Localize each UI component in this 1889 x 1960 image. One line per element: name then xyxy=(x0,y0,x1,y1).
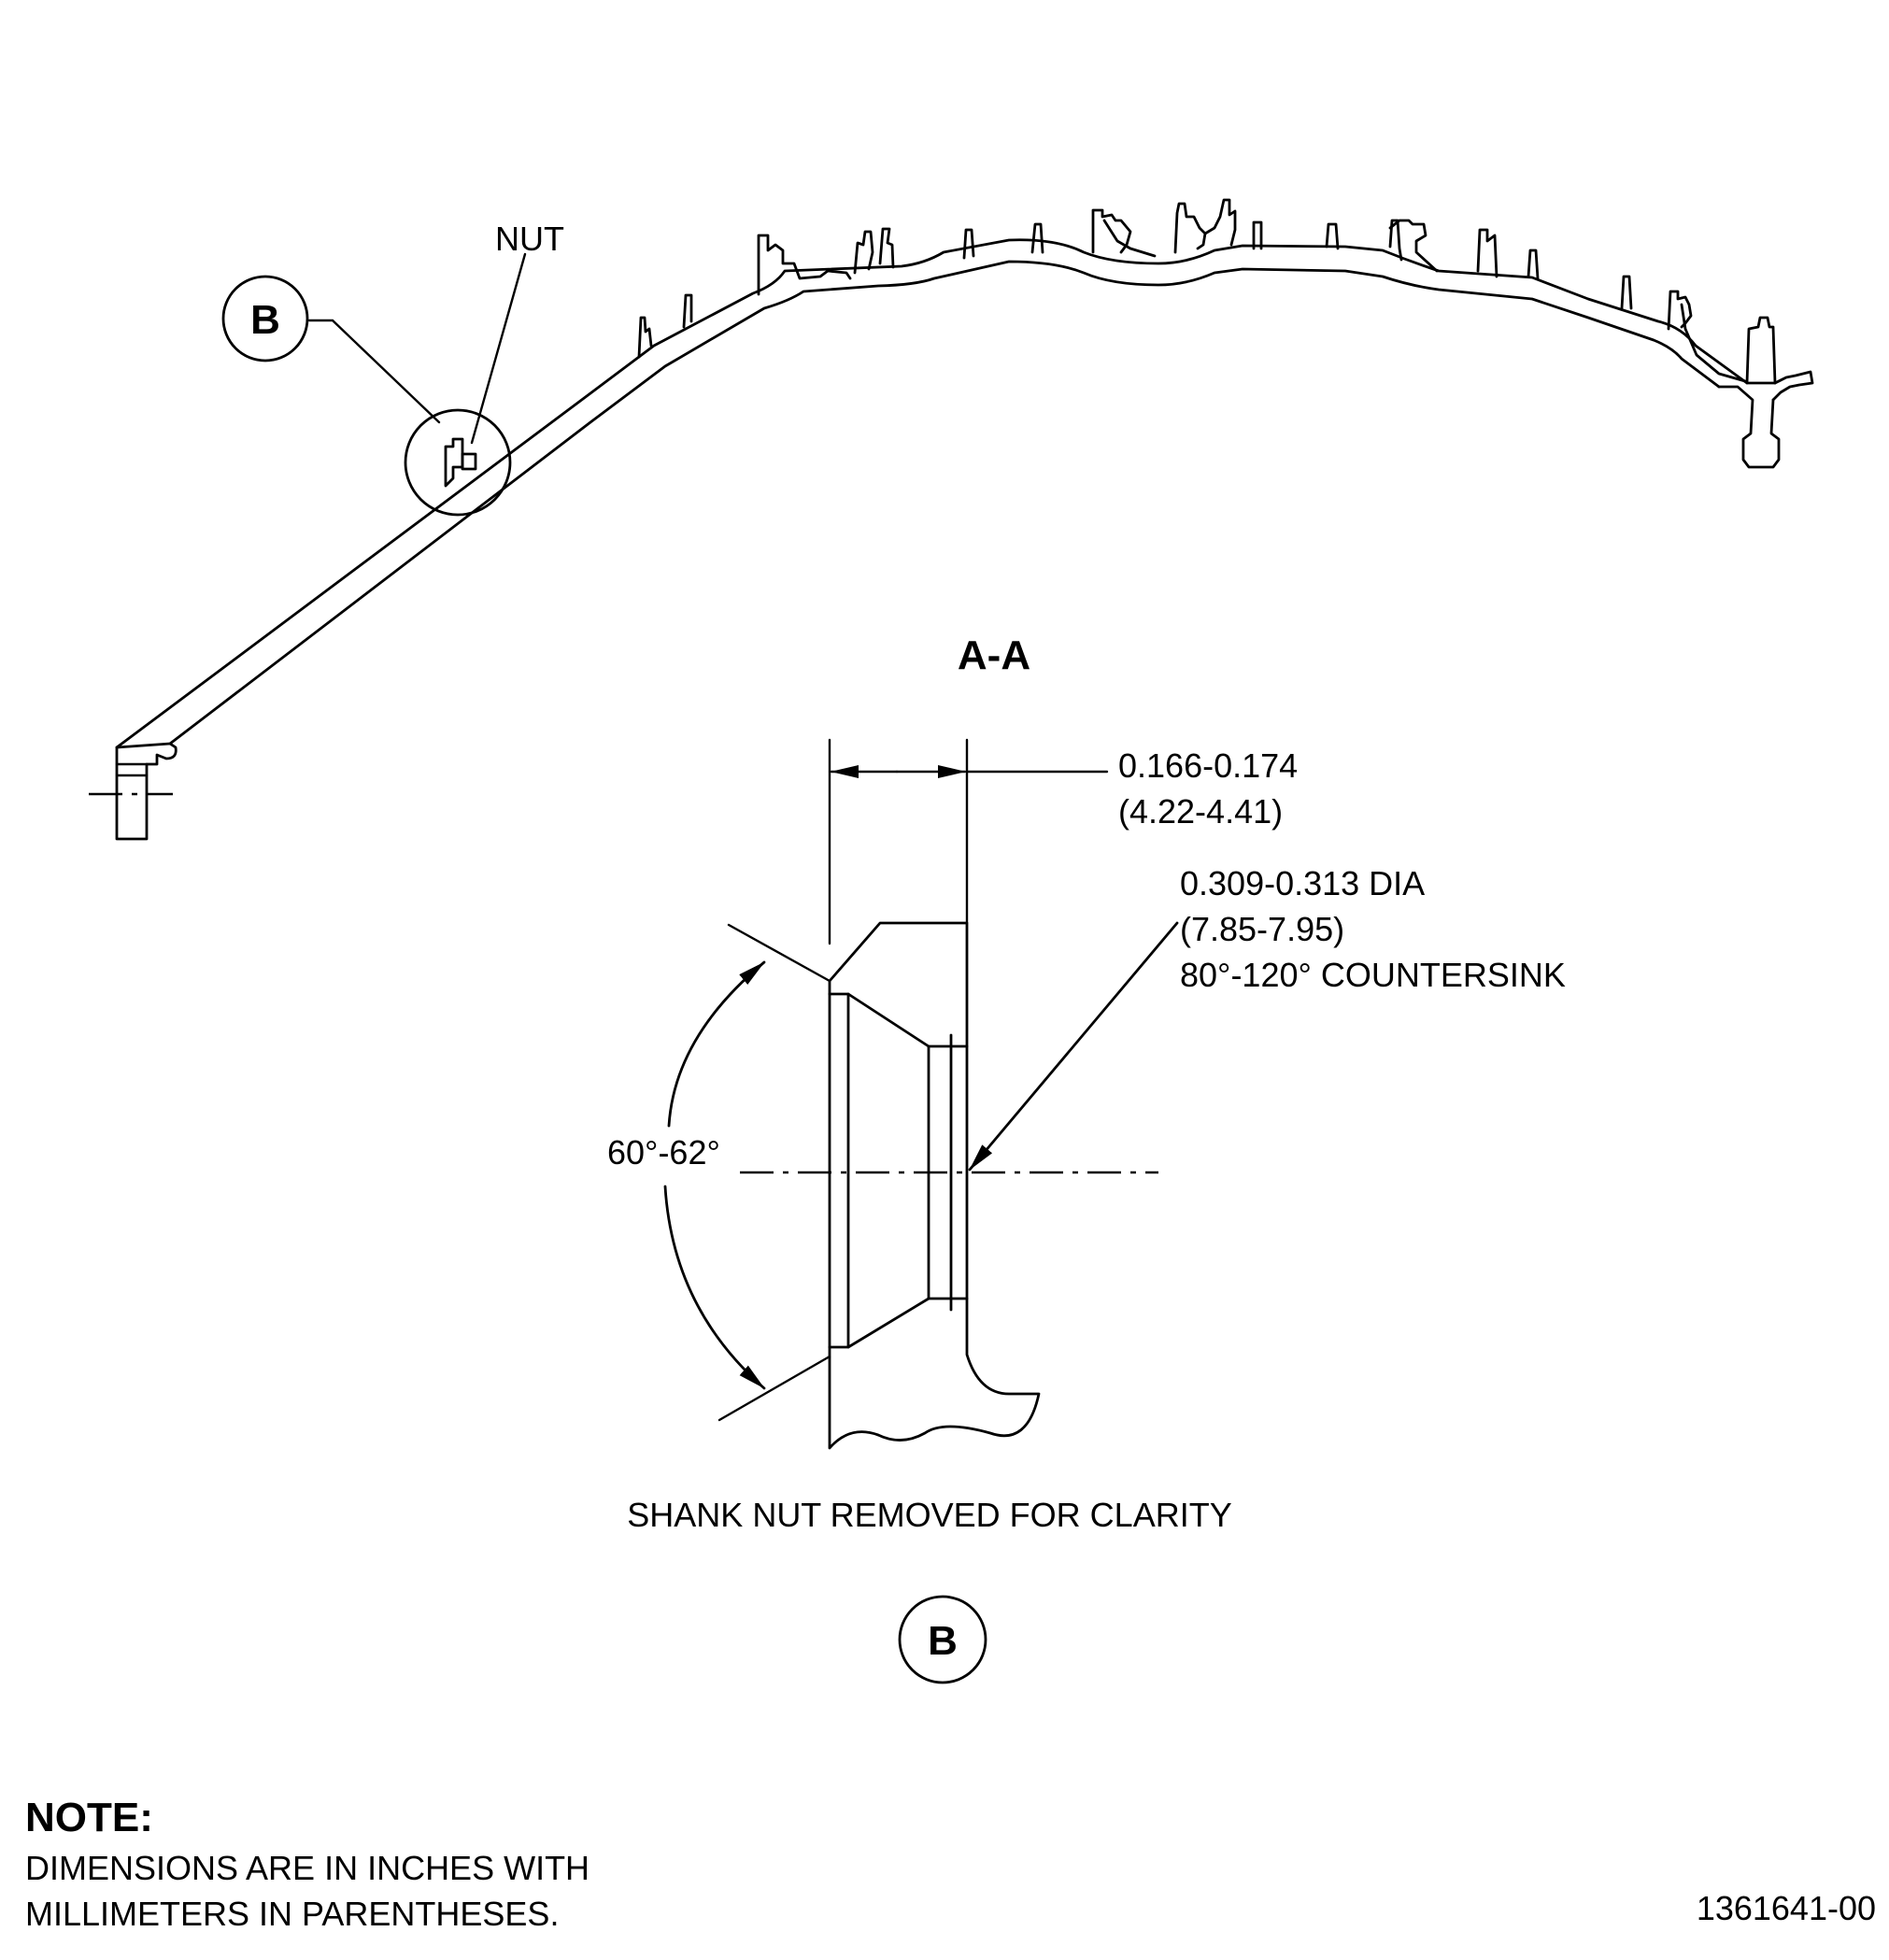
note-line-1: DIMENSIONS ARE IN INCHES WITH xyxy=(25,1849,589,1887)
hole-dia-mm: (7.85-7.95) xyxy=(1180,910,1344,948)
detail-b-title-bubble xyxy=(898,1595,987,1684)
note-heading: NOTE: xyxy=(25,1795,153,1840)
countersink-label: 80°-120° COUNTERSINK xyxy=(1180,956,1566,994)
thickness-mm: (4.22-4.41) xyxy=(1118,792,1283,831)
detail-b-title: B xyxy=(928,1618,958,1664)
callout-b-bubble xyxy=(221,275,309,362)
section-a-a-profile xyxy=(89,198,1814,841)
hole-leader xyxy=(968,921,1179,1172)
nut-label: NUT xyxy=(495,220,564,258)
thickness-in: 0.166-0.174 xyxy=(1118,746,1298,785)
callout-b-letter: B xyxy=(250,297,280,343)
detail-b-circle xyxy=(404,408,512,517)
detail-caption: SHANK NUT REMOVED FOR CLARITY xyxy=(627,1496,1231,1534)
nut-leader xyxy=(470,252,527,445)
angle-label: 60°-62° xyxy=(607,1133,720,1172)
section-title: A-A xyxy=(958,632,1030,678)
angle-arc-lower xyxy=(663,1185,766,1390)
callout-b-leader xyxy=(307,319,441,424)
drawing-number: 1361641-00 xyxy=(1697,1889,1876,1927)
angle-arc-upper xyxy=(667,960,766,1128)
note-line-2: MILLIMETERS IN PARENTHESES. xyxy=(25,1895,559,1933)
hole-dia-in: 0.309-0.313 DIA xyxy=(1180,864,1425,902)
detail-b-view xyxy=(717,738,1158,1450)
